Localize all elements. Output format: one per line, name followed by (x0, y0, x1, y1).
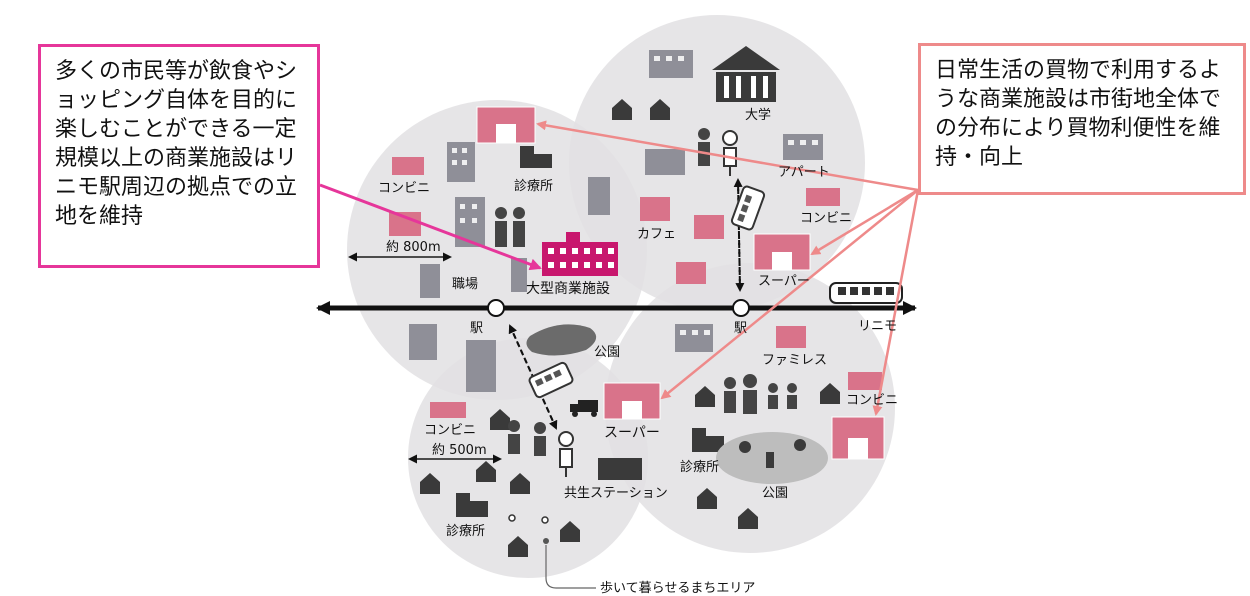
label-station-left: 駅 (470, 321, 483, 336)
window-pattern (452, 56, 818, 335)
callout-arrows-right (536, 120, 920, 416)
label-park: 公園 (762, 486, 788, 501)
park-pond (526, 324, 597, 356)
apartment-building-icons (409, 50, 823, 392)
label-convenience: コンビニ (846, 393, 898, 408)
label-distance-500: 約 500m (432, 443, 487, 458)
label-convenience: コンビニ (424, 423, 476, 438)
label-clinic: 診療所 (446, 523, 485, 539)
label-supermarket: スーパー (604, 425, 660, 441)
label-supermarket: スーパー (758, 274, 810, 289)
house-icons (420, 99, 840, 557)
station-marker-left (487, 299, 505, 317)
park-trees (739, 439, 806, 468)
callout-right: 日常生活の買物で利用するような商業施設は市街地全体での分布により買物利便性を維持… (918, 43, 1246, 195)
label-kyosei-station: 共生ステーション (564, 486, 668, 501)
clinic-icons (456, 146, 724, 517)
label-clinic: 診療所 (680, 459, 719, 475)
truck-icon (570, 400, 598, 417)
bus-stop-icon (558, 431, 574, 477)
label-workplace: 職場 (452, 277, 478, 292)
label-linimo: リニモ (858, 319, 897, 334)
label-university: 大学 (745, 107, 771, 123)
callout-left: 多くの市民等が飲食やショッピング自体を目的に楽しむことができる一定規模以上の商業… (38, 44, 320, 268)
label-clinic: 診療所 (514, 178, 553, 194)
bus-icon (730, 185, 766, 231)
large-mall-icon (542, 232, 618, 276)
linimo-train-icon (829, 282, 903, 304)
label-convenience: コンビニ (800, 211, 852, 226)
kyosei-station-icon (598, 458, 642, 480)
callout-arrow-left (319, 183, 542, 271)
label-walkable-area: 歩いて暮らせるまちエリア (600, 581, 755, 596)
bus-icon (528, 361, 574, 399)
walkable-area-leader (545, 545, 596, 589)
label-family-restaurant: ファミレス (762, 353, 827, 368)
walking-path-dots (508, 514, 549, 524)
label-distance-800: 約 800m (386, 240, 441, 255)
label-park: 公園 (594, 345, 620, 360)
store-doors (496, 124, 868, 459)
station-marker-right (732, 299, 750, 317)
walking-path-dots (543, 538, 549, 544)
label-station-right: 駅 (734, 321, 747, 336)
label-cafe: カフェ (637, 227, 676, 242)
university-columns (724, 76, 768, 98)
label-convenience: コンビニ (378, 181, 430, 196)
people-icons (495, 128, 797, 456)
label-large-mall: 大型商業施設 (526, 281, 610, 297)
label-apartment: アパート (778, 165, 830, 180)
